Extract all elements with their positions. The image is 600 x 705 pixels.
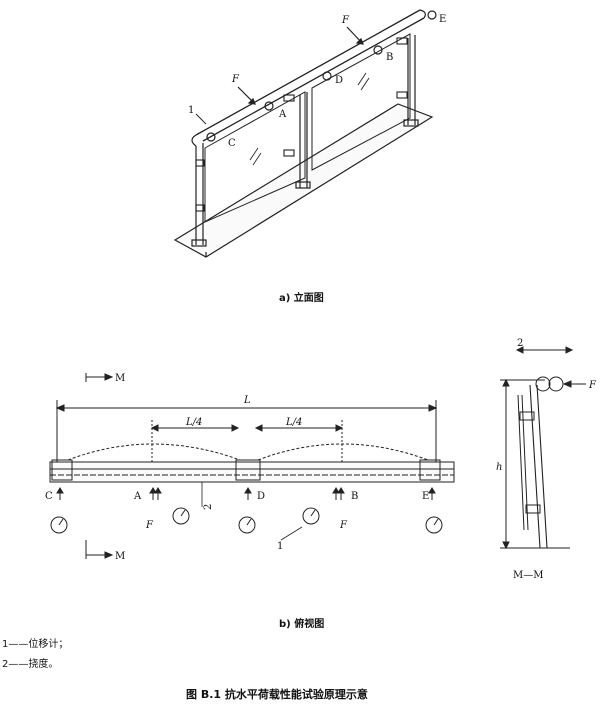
point-label-a: A	[278, 109, 287, 120]
force-label-b: F	[341, 15, 350, 26]
displacement-gauges-plan	[50, 507, 443, 534]
point-label-e: E	[439, 14, 446, 25]
glass-panel-left	[204, 91, 306, 223]
section-dimension-2: 2	[517, 338, 523, 349]
dimension-quarter-left-label: L/4	[185, 417, 202, 428]
section-title: M—M	[513, 570, 543, 581]
item-label-1-plan: 1	[277, 541, 283, 552]
glass-clamps	[195, 37, 408, 212]
figure-title: 图 B.1 抗水平荷载性能试验原理示意	[186, 688, 368, 701]
legend-item-1: 1——位移计；	[2, 639, 69, 650]
dimension-quarters	[150, 420, 344, 465]
force-label-a: F	[231, 74, 240, 85]
section-marker-top	[85, 373, 114, 382]
section-force-label: F	[588, 380, 597, 391]
section-height-label: h	[496, 462, 502, 473]
displacement-gauges-elevation	[206, 10, 437, 142]
load-points	[56, 487, 436, 500]
rail-plan	[49, 459, 455, 483]
base-plate	[173, 103, 434, 258]
caption-a: a) 立面图	[279, 293, 324, 304]
point-label-b: B	[386, 52, 393, 63]
force-arrows-elevation	[237, 26, 364, 105]
item-label-1-elevation: 1	[188, 105, 194, 116]
dimension-2-label-plan: 2	[203, 504, 214, 510]
plan-label-e: E	[422, 491, 429, 502]
section-view	[500, 346, 586, 550]
section-label-bottom: M	[115, 551, 125, 562]
handrail	[191, 9, 426, 147]
point-label-d: D	[335, 75, 343, 86]
dimension-quarter-right-label: L/4	[285, 417, 302, 428]
plan-label-b: B	[351, 491, 358, 502]
section-label-top: M	[115, 373, 125, 384]
caption-b: b) 俯视图	[279, 619, 325, 630]
plan-view	[49, 373, 455, 559]
dimension-l	[55, 400, 438, 470]
point-label-c: C	[228, 138, 236, 149]
legend-item-2: 2——挠度。	[2, 659, 59, 670]
section-marker-bottom	[85, 540, 114, 559]
plan-label-d: D	[257, 491, 265, 502]
deflection-curve	[67, 443, 429, 461]
glass-panel-right	[311, 33, 411, 171]
force-label-plan-right: F	[339, 520, 348, 531]
dimension-l-label: L	[243, 395, 251, 406]
force-label-plan-left: F	[145, 520, 154, 531]
plan-label-a: A	[133, 491, 142, 502]
elevation-view	[173, 9, 437, 258]
plan-label-c: C	[45, 491, 53, 502]
